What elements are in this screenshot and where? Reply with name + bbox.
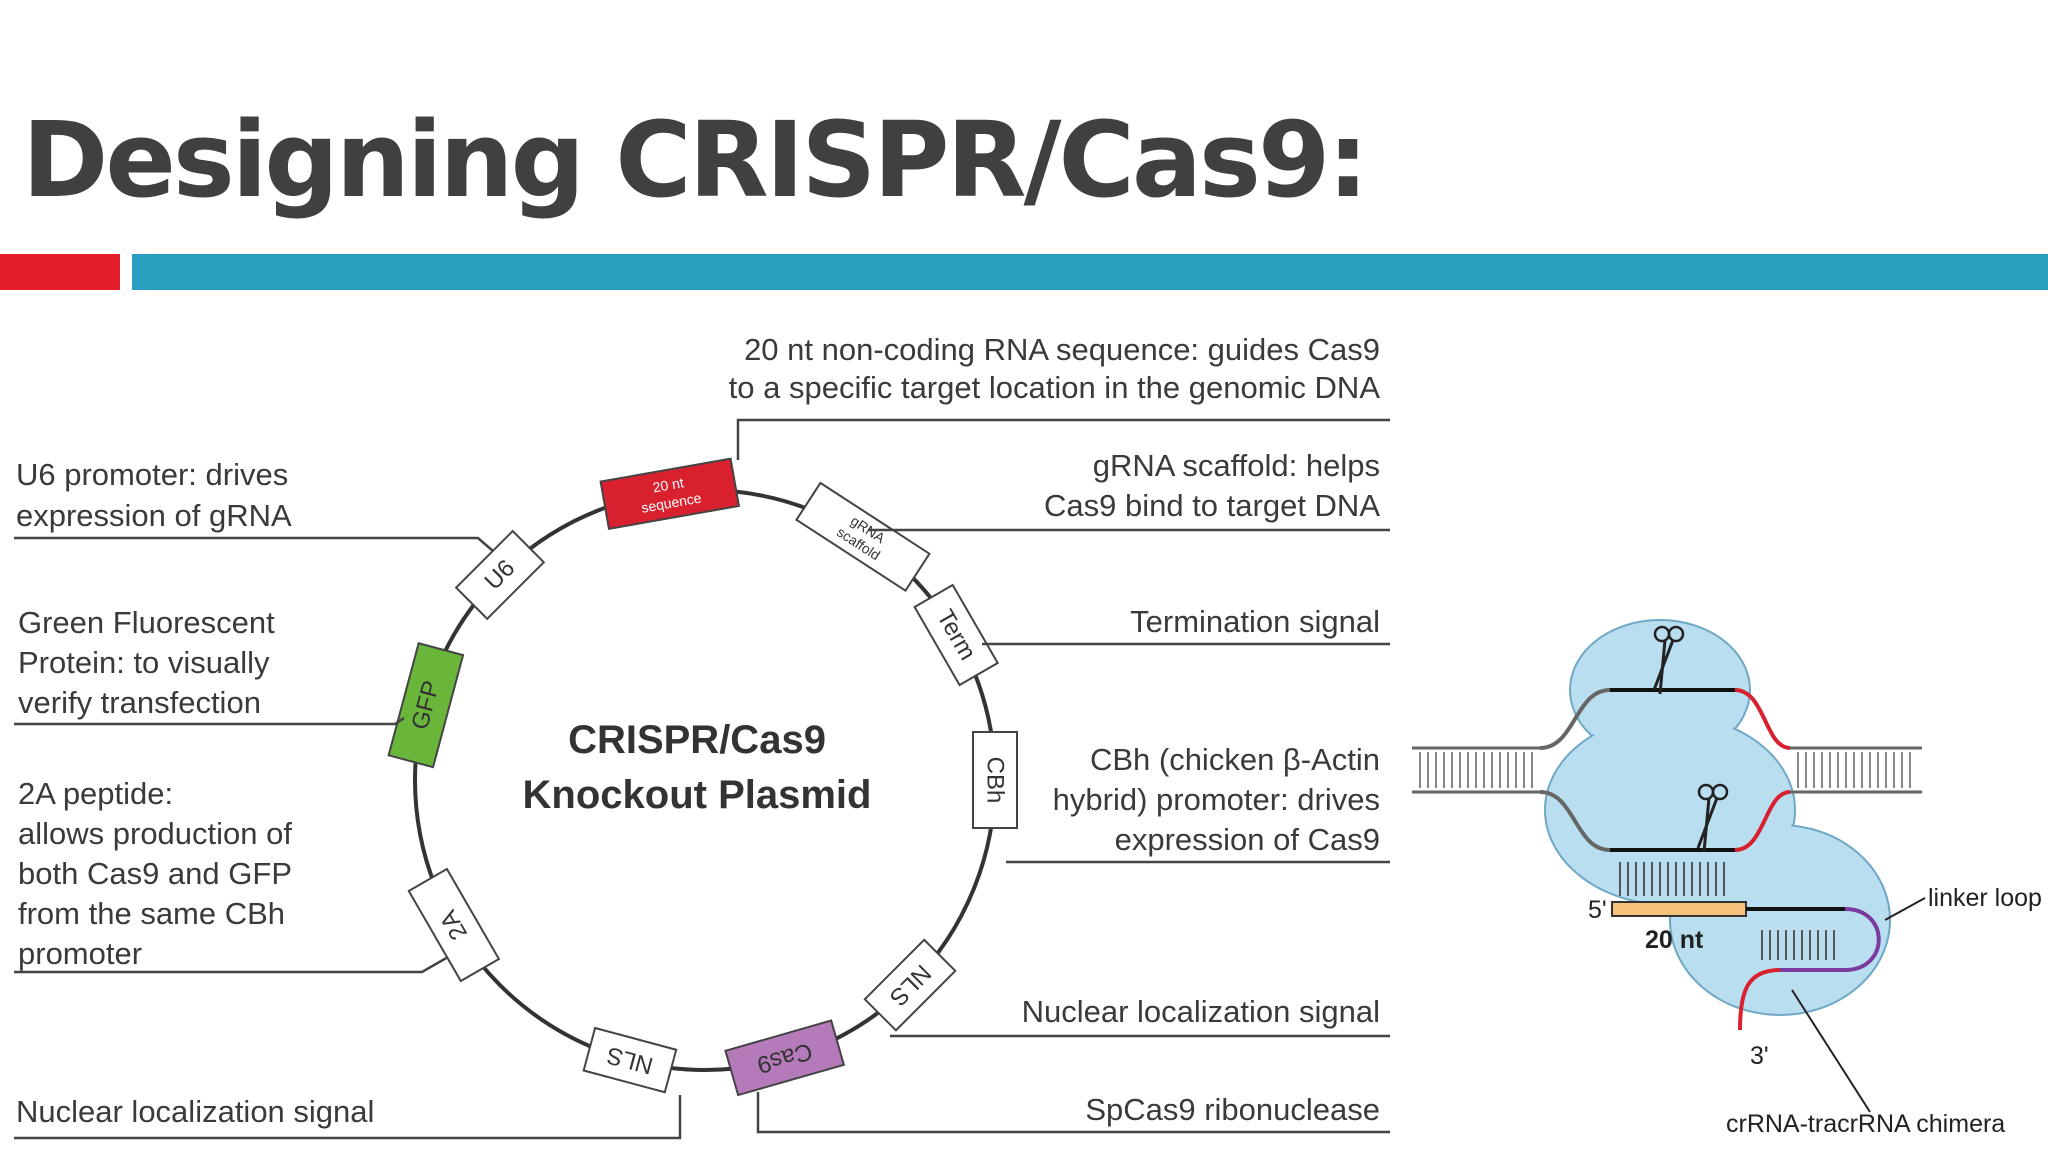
segment-term: Term [913, 583, 1000, 687]
label-scaffold-line2: Cas9 bind to target DNA [1044, 488, 1380, 523]
dna-bottom-strand [1539, 790, 1791, 852]
scissors-icon-bottom [1696, 783, 1729, 853]
title-accent-red-bar [0, 254, 120, 290]
segment-u6: U6 [454, 529, 546, 621]
plasmid-map: CRISPR/Cas9 Knockout Plasmid U6 20 nt se… [14, 332, 1390, 1140]
label-seq-line1: 20 nt non-coding RNA sequence: guides Ca… [744, 332, 1380, 367]
label-cbh-line1: CBh (chicken β-Actin [1090, 742, 1380, 777]
left-labels: U6 promoter: drives expression of gRNA G… [16, 457, 374, 1129]
label-cbh-line3: expression of Cas9 [1115, 822, 1380, 857]
label-2a-line1: 2A peptide: [18, 776, 173, 811]
label-2a-line3: both Cas9 and GFP [18, 856, 292, 891]
chimera-pointer [1791, 989, 1871, 1113]
dna-duplex-right [1790, 746, 1922, 794]
segment-cbh-label: CBh [982, 757, 1009, 804]
label-u6-line2: expression of gRNA [16, 498, 292, 533]
guide-20nt-segment [1611, 901, 1747, 917]
segment-2a: 2A [407, 867, 501, 983]
title-accent-blue-bar [132, 254, 2048, 290]
twenty-nt-label: 20 nt [1645, 926, 1704, 954]
dna-duplex-left [1412, 746, 1540, 794]
slide-title: Designing CRISPR/Cas9: [22, 99, 1369, 221]
plasmid-center-line1: CRISPR/Cas9 [568, 718, 826, 762]
label-nls-left: Nuclear localization signal [16, 1094, 374, 1129]
scissors-icon-top [1652, 625, 1685, 695]
label-seq-line2: to a specific target location in the gen… [729, 370, 1381, 405]
label-nls-right: Nuclear localization signal [1022, 994, 1380, 1029]
grna-tracr-strand [1738, 907, 1881, 1031]
cas9-protein-blob [1544, 619, 1891, 1016]
five-prime-label: 5' [1588, 896, 1607, 924]
label-gfp-line3: verify transfection [18, 685, 261, 720]
label-gfp-line2: Protein: to visually [18, 645, 270, 680]
leader-lines [14, 418, 1390, 1140]
segment-cbh: CBh [972, 731, 1018, 829]
label-scaffold-line1: gRNA scaffold: helps [1093, 448, 1380, 483]
label-cbh-line2: hybrid) promoter: drives [1053, 782, 1380, 817]
label-gfp-line1: Green Fluorescent [18, 605, 275, 640]
right-labels: 20 nt non-coding RNA sequence: guides Ca… [729, 332, 1381, 1127]
linker-loop-pointer [1884, 897, 1926, 921]
segment-cas9: Cas9 [724, 1019, 846, 1097]
chimera-label: crRNA-tracrRNA chimera [1726, 1110, 2005, 1138]
label-2a-line4: from the same CBh [18, 896, 285, 931]
linker-loop-label: linker loop [1928, 884, 2042, 912]
segment-grna-scaffold: gRNA scaffold [795, 481, 931, 593]
segment-nls-right: NLS [863, 938, 957, 1032]
segment-nls-bottom: NLS [582, 1026, 678, 1094]
segment-20nt-sequence: 20 nt sequence [599, 457, 741, 531]
cas9-grna-complex: 5' 20 nt 3' linker loop crRNA-tracrRNA c… [1412, 619, 2042, 1138]
segment-seq-line1: 20 nt [651, 474, 685, 495]
label-term: Termination signal [1130, 604, 1380, 639]
label-2a-line5: promoter [18, 936, 142, 971]
dna-top-strand [1539, 688, 1791, 750]
segment-gfp: GFP [387, 642, 465, 769]
crispr-diagram: CRISPR/Cas9 Knockout Plasmid U6 20 nt se… [14, 332, 2042, 1140]
three-prime-label: 3' [1750, 1042, 1769, 1070]
label-2a-line2: allows production of [18, 816, 292, 851]
label-cas9: SpCas9 ribonuclease [1085, 1092, 1380, 1127]
label-u6-line1: U6 promoter: drives [16, 457, 288, 492]
plasmid-center-line2: Knockout Plasmid [523, 773, 872, 817]
plasmid-center-title: CRISPR/Cas9 Knockout Plasmid [523, 718, 872, 817]
guide-base-pairs [1619, 862, 1725, 896]
